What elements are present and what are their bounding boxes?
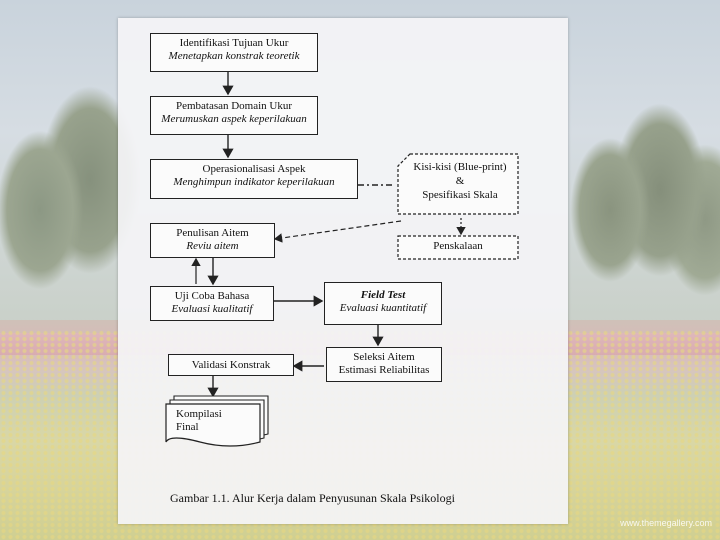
- node-fieldtest: Field Test Evaluasi kuantitatif: [324, 282, 442, 325]
- kisikisi-shape: [397, 153, 519, 215]
- scanned-page: Identifikasi Tujuan Ukur Menetapkan kons…: [118, 18, 568, 524]
- node-seleksi-subtitle: Estimasi Reliabilitas: [338, 364, 430, 376]
- kompilasi-stack-front: [165, 403, 261, 447]
- watermark: www.themegallery.com: [620, 518, 712, 528]
- node-ujicoba-subtitle: Evaluasi kualitatif: [171, 303, 253, 315]
- node-identifikasi-title: Identifikasi Tujuan Ukur: [179, 37, 289, 49]
- node-penskalaan-title: Penskalaan: [433, 240, 483, 252]
- node-penulisan-title: Penulisan Aitem: [176, 227, 249, 239]
- node-kisikisi-line3: Spesifikasi Skala: [422, 189, 498, 201]
- node-pembatasan-title: Pembatasan Domain Ukur: [175, 100, 293, 112]
- node-penskalaan: Penskalaan: [398, 240, 518, 252]
- node-operasionalisasi-title: Operasionalisasi Aspek: [202, 163, 306, 175]
- node-seleksi: Seleksi Aitem Estimasi Reliabilitas: [326, 347, 442, 382]
- node-kompilasi-line1: Kompilasi: [176, 408, 222, 420]
- node-pembatasan: Pembatasan Domain Ukur Merumuskan aspek …: [150, 96, 318, 135]
- node-seleksi-title: Seleksi Aitem: [353, 351, 415, 363]
- node-validasi-title: Validasi Konstrak: [191, 359, 271, 371]
- node-kompilasi: Kompilasi Final: [176, 408, 256, 434]
- node-kompilasi-line2: Final: [176, 421, 199, 433]
- node-identifikasi-subtitle: Menetapkan konstrak teoretik: [168, 50, 300, 62]
- node-pembatasan-subtitle: Merumuskan aspek keperilakuan: [161, 113, 307, 125]
- penskalaan-shape: [397, 235, 519, 260]
- dash-kisikisi-penulisan: [273, 220, 402, 243]
- node-penulisan: Penulisan Aitem Reviu aitem: [150, 223, 275, 258]
- node-kisikisi-line1: Kisi-kisi (Blue-print): [413, 161, 507, 173]
- node-ujicoba-title: Uji Coba Bahasa: [174, 290, 250, 302]
- figure-caption: Gambar 1.1. Alur Kerja dalam Penyusunan …: [170, 491, 455, 505]
- node-identifikasi: Identifikasi Tujuan Ukur Menetapkan kons…: [150, 33, 318, 72]
- node-operasionalisasi: Operasionalisasi Aspek Menghimpun indika…: [150, 159, 358, 199]
- node-kisikisi: Kisi-kisi (Blue-print) & Spesifikasi Ska…: [402, 160, 518, 202]
- node-operasionalisasi-subtitle: Menghimpun indikator keperilakuan: [173, 176, 335, 188]
- flow-connectors: [165, 72, 519, 447]
- node-penulisan-subtitle: Reviu aitem: [186, 240, 239, 252]
- node-fieldtest-title: Field Test: [360, 289, 406, 301]
- node-fieldtest-subtitle: Evaluasi kuantitatif: [339, 302, 427, 314]
- node-ujicoba: Uji Coba Bahasa Evaluasi kualitatif: [150, 286, 274, 321]
- node-kisikisi-line2: &: [455, 175, 465, 187]
- node-validasi: Validasi Konstrak: [168, 354, 294, 376]
